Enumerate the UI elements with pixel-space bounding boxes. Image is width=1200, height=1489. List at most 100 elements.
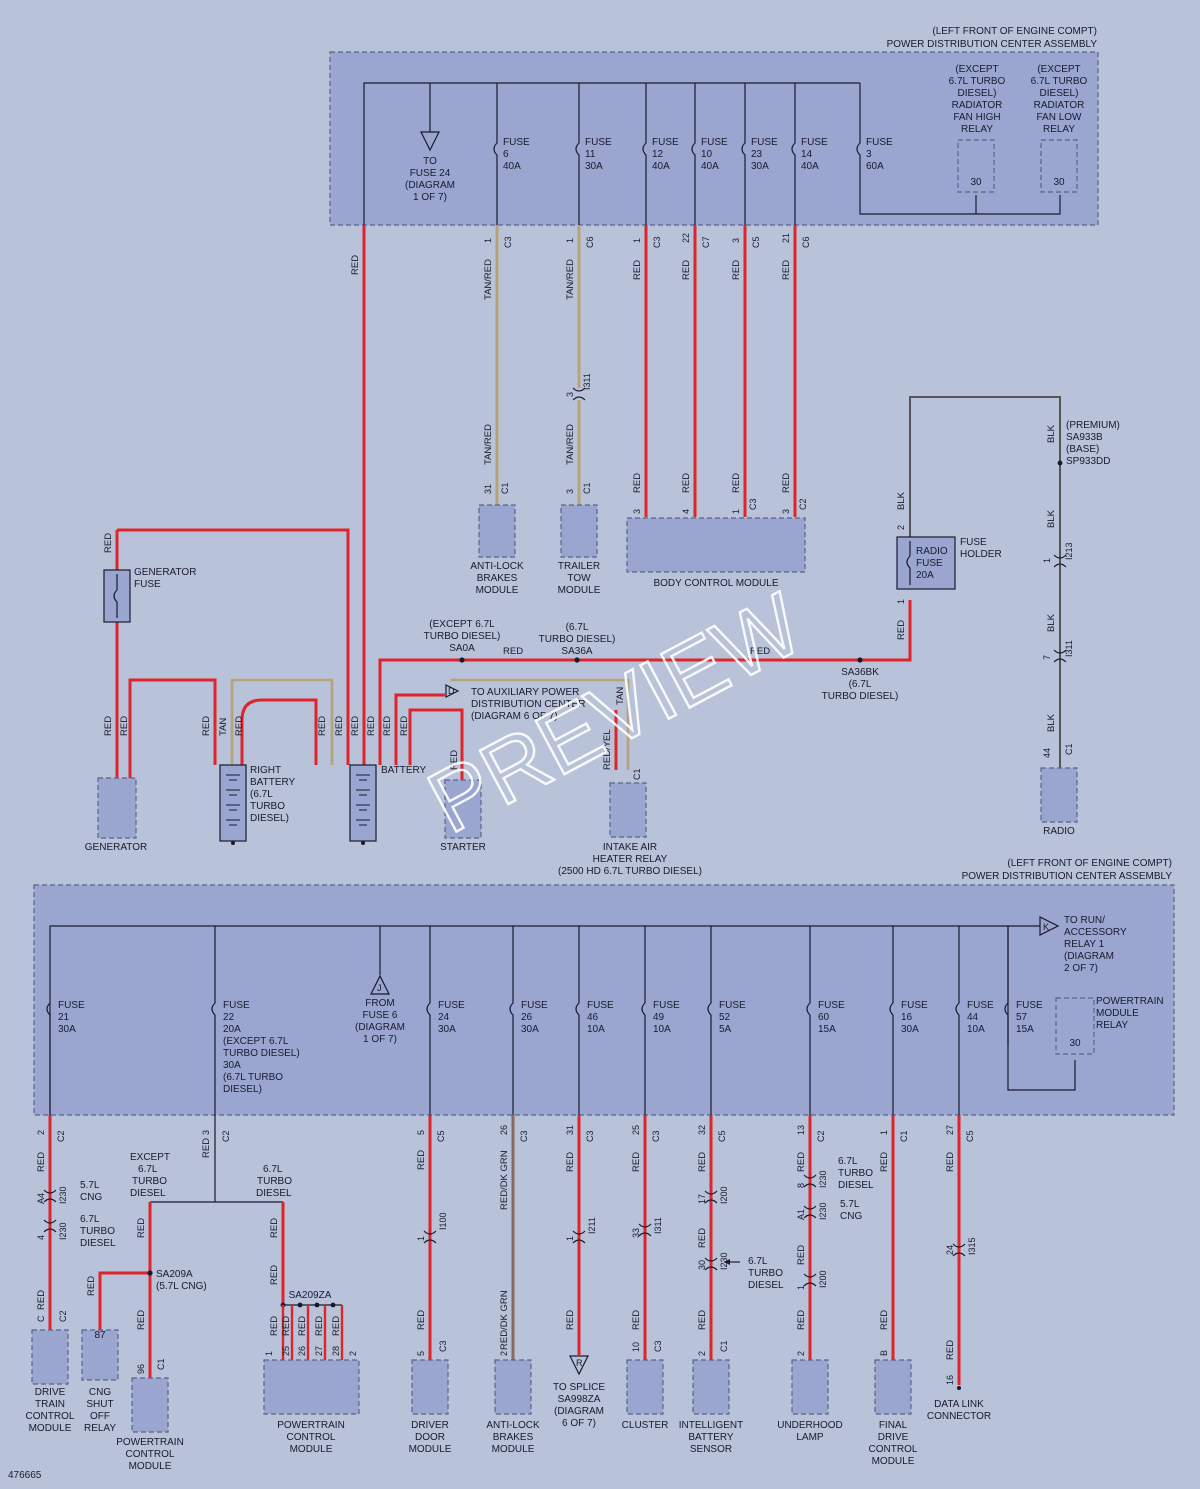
pcm-pin: 28 xyxy=(331,1346,341,1356)
lamp-note-cng: 5.7L xyxy=(840,1199,860,1210)
svg-text:TO SPLICE: TO SPLICE xyxy=(553,1382,605,1393)
pcm-pin: 1 xyxy=(264,1351,274,1356)
svg-text:SP933DD: SP933DD xyxy=(1066,456,1110,467)
wire-label: RED/DK GRN xyxy=(499,1290,510,1350)
battery-radio-feed-wire xyxy=(378,600,912,765)
pdc-conn: C2 xyxy=(221,1130,231,1142)
gen-rbat-wire xyxy=(128,678,217,780)
fuse-amp: 10A xyxy=(653,1024,671,1035)
svg-text:MODULE: MODULE xyxy=(872,1456,915,1467)
top-pdc-title-2: POWER DISTRIBUTION CENTER ASSEMBLY xyxy=(887,39,1098,50)
svg-text:RELAY: RELAY xyxy=(961,124,993,135)
svg-text:RED/YEL: RED/YEL xyxy=(602,729,613,770)
bottom-pdc-title-1: (LEFT FRONT OF ENGINE COMPT) xyxy=(1007,858,1172,869)
gen-wire-label-b: RED xyxy=(119,716,130,736)
inline-connector-icon xyxy=(952,1243,966,1257)
svg-text:6.7L TURBO: 6.7L TURBO xyxy=(949,76,1006,87)
fuse-number: 52 xyxy=(719,1012,731,1023)
svg-text:RED: RED xyxy=(382,716,393,736)
battery-wire-labels: RED RED RED RED RED RED RED TAN RED/YEL … xyxy=(317,687,642,780)
pcm-pin: 2 xyxy=(348,1351,358,1356)
fuse-conn: C3 xyxy=(503,236,513,248)
svg-text:(6.7L: (6.7L xyxy=(849,679,872,690)
inline-connector-icon xyxy=(638,1223,652,1237)
conn-pin: 24 xyxy=(945,1245,955,1255)
svg-text:MODULE: MODULE xyxy=(492,1444,535,1455)
wire-label: RED xyxy=(796,1245,807,1265)
aux-pdc-marker: D xyxy=(448,686,455,696)
pdc-pin: 2 xyxy=(36,1130,46,1135)
svg-text:C2: C2 xyxy=(798,498,808,510)
svg-text:MODULE: MODULE xyxy=(29,1423,72,1434)
gen-fuse-battery-wire xyxy=(117,528,350,765)
svg-text:SA933B: SA933B xyxy=(1066,432,1103,443)
conn-id: I200 xyxy=(818,1270,828,1288)
fuse-label: FUSE xyxy=(901,1000,928,1011)
fuse-label: FUSE xyxy=(503,137,530,148)
fuse-conn: C7 xyxy=(701,236,711,248)
svg-text:SA36BK: SA36BK xyxy=(841,667,879,678)
svg-text:RED: RED xyxy=(317,716,328,736)
ttm-conn: C1 xyxy=(582,482,592,494)
battery-main-wire-label: RED xyxy=(350,255,361,275)
svg-text:TURBO DIESEL): TURBO DIESEL) xyxy=(822,691,899,702)
fuse-pin: 22 xyxy=(681,233,691,243)
svg-text:CONTROL: CONTROL xyxy=(126,1449,175,1460)
pcm-relay-box xyxy=(1055,997,1095,1055)
svg-text:6 OF 7): 6 OF 7) xyxy=(562,1418,596,1429)
svg-text:RED: RED xyxy=(731,473,742,493)
starter-label: STARTER xyxy=(440,842,486,853)
wire-label: RED xyxy=(136,1218,147,1238)
fuse-amp: 15A xyxy=(1016,1024,1034,1035)
conn-id: I230 xyxy=(818,1202,828,1220)
cluster-label: CLUSTER xyxy=(622,1420,669,1431)
conn-pin: 5 xyxy=(416,1351,426,1356)
bcm-label: BODY CONTROL MODULE xyxy=(653,578,778,589)
fuse22-label: FUSE 22 20A (EXCEPT 6.7L TURBO DIESEL) 3… xyxy=(223,1000,300,1095)
pdc-pin: 25 xyxy=(631,1125,641,1135)
bottom-pdc-box xyxy=(33,884,1175,1116)
wire-label: RED xyxy=(945,1340,956,1360)
radio-label: RADIO xyxy=(1043,826,1075,837)
i311-conn: I311 xyxy=(582,373,592,390)
svg-text:(6.7L TURBO: (6.7L TURBO xyxy=(223,1072,283,1083)
svg-text:RED: RED xyxy=(681,473,692,493)
pdc-conn: C5 xyxy=(717,1130,727,1142)
sa933b-splice-icon xyxy=(1057,460,1063,466)
svg-text:RELAY: RELAY xyxy=(1043,124,1075,135)
wire-label: RED xyxy=(331,1316,342,1336)
fuse-number: 14 xyxy=(801,149,813,160)
fuse-number: 46 xyxy=(587,1012,599,1023)
svg-text:CONTROL: CONTROL xyxy=(287,1432,336,1443)
fuse-label: FUSE xyxy=(587,1000,614,1011)
svg-text:DATA LINK: DATA LINK xyxy=(934,1399,984,1410)
pdc-conn: C3 xyxy=(585,1130,595,1142)
svg-text:DRIVER: DRIVER xyxy=(411,1420,449,1431)
ibs-note-arrow-icon xyxy=(724,1259,730,1265)
radio-conn3-pin: 44 xyxy=(1042,748,1052,758)
svg-text:SA998ZA: SA998ZA xyxy=(558,1394,601,1405)
i230-4-icon xyxy=(43,1219,57,1233)
rbat-wire-label-1: RED xyxy=(201,716,212,736)
radio-fuse-icon xyxy=(906,541,911,585)
gen-fuse-wire-label: RED xyxy=(103,533,114,553)
fuse-label: FUSE xyxy=(967,1000,994,1011)
right-battery-box xyxy=(219,764,247,842)
svg-text:RED: RED xyxy=(366,716,377,736)
svg-text:INTAKE AIR: INTAKE AIR xyxy=(603,842,657,853)
right-battery-cells-icon xyxy=(226,774,240,826)
svg-text:RED: RED xyxy=(399,716,410,736)
wire-label: RED xyxy=(36,1152,47,1172)
fuse-amp: 10A xyxy=(967,1024,985,1035)
conn-pin: C xyxy=(36,1315,46,1322)
svg-text:TOW: TOW xyxy=(567,573,591,584)
svg-text:HEATER RELAY: HEATER RELAY xyxy=(593,854,668,865)
fuse-amp: 10A xyxy=(587,1024,605,1035)
svg-text:TURBO: TURBO xyxy=(80,1226,115,1237)
